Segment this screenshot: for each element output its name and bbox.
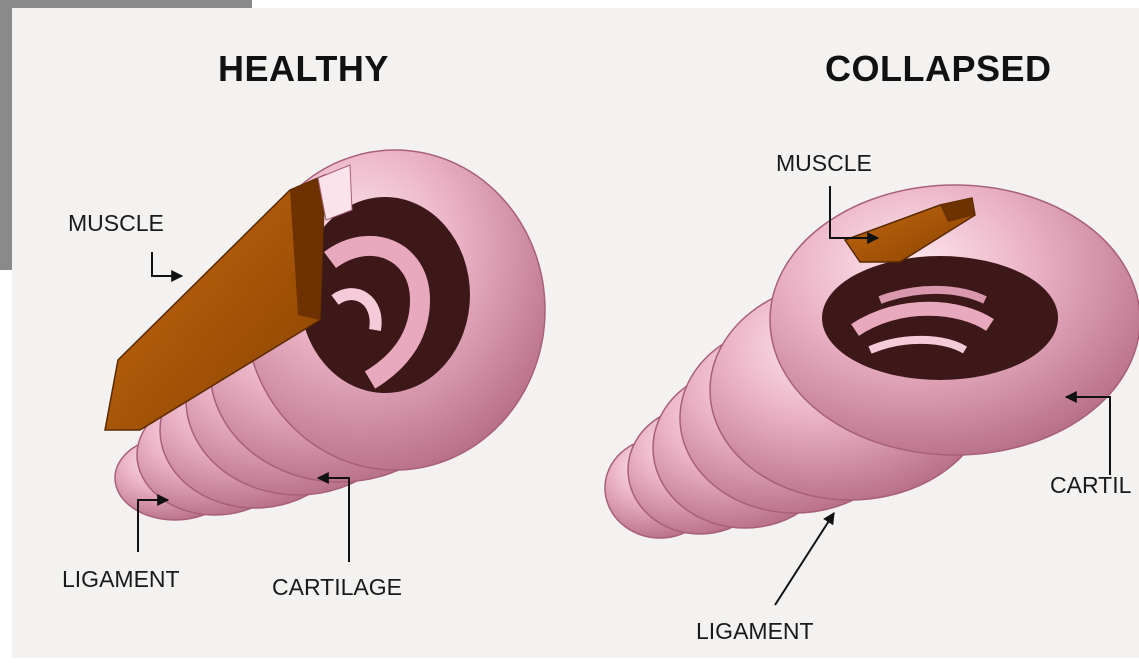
healthy-title: HEALTHY	[218, 48, 389, 90]
healthy-cartilage-label: CARTILAGE	[272, 574, 402, 601]
collapsed-title: COLLAPSED	[825, 48, 1052, 90]
collapsed-cartilage-label: CARTIL	[1050, 472, 1131, 499]
healthy-muscle-label: MUSCLE	[68, 210, 164, 237]
collapsed-ligament-label: LIGAMENT	[696, 618, 814, 645]
healthy-ligament-label: LIGAMENT	[62, 566, 180, 593]
collapsed-muscle-label: MUSCLE	[776, 150, 872, 177]
